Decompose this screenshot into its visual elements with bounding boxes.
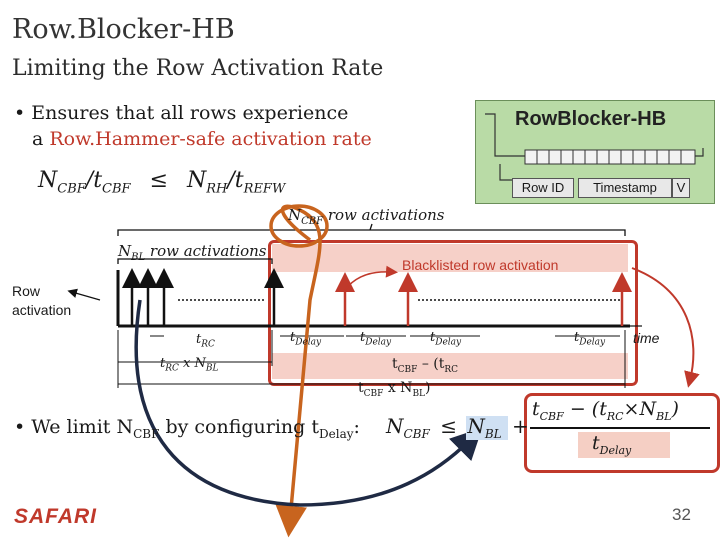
- delay-time-band: [272, 353, 628, 379]
- ncbf-label: NCBF row activations: [288, 206, 445, 227]
- nbl-brace: [117, 258, 273, 264]
- inset-col-v: V: [672, 178, 690, 198]
- inset-title: RowBlocker-HB: [515, 108, 667, 130]
- slide-subtitle: Limiting the Row Activation Rate: [12, 56, 384, 81]
- activation-arrows: [122, 268, 284, 326]
- blacklisted-arrows: [335, 272, 632, 326]
- inset-bitvector-svg: [485, 113, 704, 181]
- bullet-dot: •: [14, 416, 26, 438]
- ncbf-brace: [117, 223, 626, 236]
- time-label: time: [633, 330, 660, 346]
- page-number: 32: [672, 505, 691, 524]
- bullet-1-text: Ensures that all rows experience: [31, 102, 349, 124]
- tdelay-label-4: tDelay: [574, 330, 606, 348]
- row-activation-label: Row activation: [12, 283, 72, 318]
- tcbf-expr-line2: tCBF x NBL): [358, 380, 431, 399]
- safari-logo: SAFARI: [14, 505, 98, 528]
- tdelay-label-3: tDelay: [430, 330, 462, 348]
- bullet-1-highlight: Row.Hammer-safe activation rate: [49, 128, 372, 150]
- formula2-lhs: NCBF ≤ NBL +: [386, 414, 529, 441]
- orange-arrow: [275, 204, 322, 538]
- trc-x-nbl-label: tRC x NBL: [160, 356, 219, 374]
- rate-formula: NCBF/tCBF ≤ NRH/tREFW: [38, 168, 286, 197]
- trc-label: tRC: [196, 332, 215, 350]
- inset-col-timestamp: Timestamp: [578, 178, 672, 198]
- bullet-2: • We limit NCBF by configuring tDelay:: [14, 416, 360, 441]
- fraction-bar: [530, 427, 710, 429]
- blacklisted-label: Blacklisted row activation: [402, 257, 559, 273]
- formula2-denominator: tDelay: [592, 432, 632, 457]
- bullet-1-line-2: a Row.Hammer-safe activation rate: [32, 128, 372, 150]
- bullet-dot: •: [14, 102, 26, 124]
- bullet-1-prefix: a: [32, 128, 50, 150]
- bullet-1-line-1: • Ensures that all rows experience: [14, 102, 348, 124]
- tdelay-label-1: tDelay: [290, 330, 322, 348]
- nbl-label: NBL row activations: [118, 242, 267, 263]
- blacklist-header-band: [272, 244, 628, 272]
- formula-box: [524, 393, 720, 473]
- denominator-highlight: [578, 432, 670, 458]
- tdelay-label-2: tDelay: [360, 330, 392, 348]
- ncbf-circle: [269, 204, 329, 248]
- slide-title: Row.Blocker-HB: [12, 14, 235, 45]
- nbl-highlight: [466, 416, 508, 440]
- inset-col-row-id: Row ID: [512, 178, 574, 198]
- tcbf-expr-line1: tCBF – (tRC: [392, 356, 459, 375]
- formula2-numerator: tCBF − (tRC×NBL): [532, 398, 679, 423]
- navy-arrow: [134, 299, 483, 507]
